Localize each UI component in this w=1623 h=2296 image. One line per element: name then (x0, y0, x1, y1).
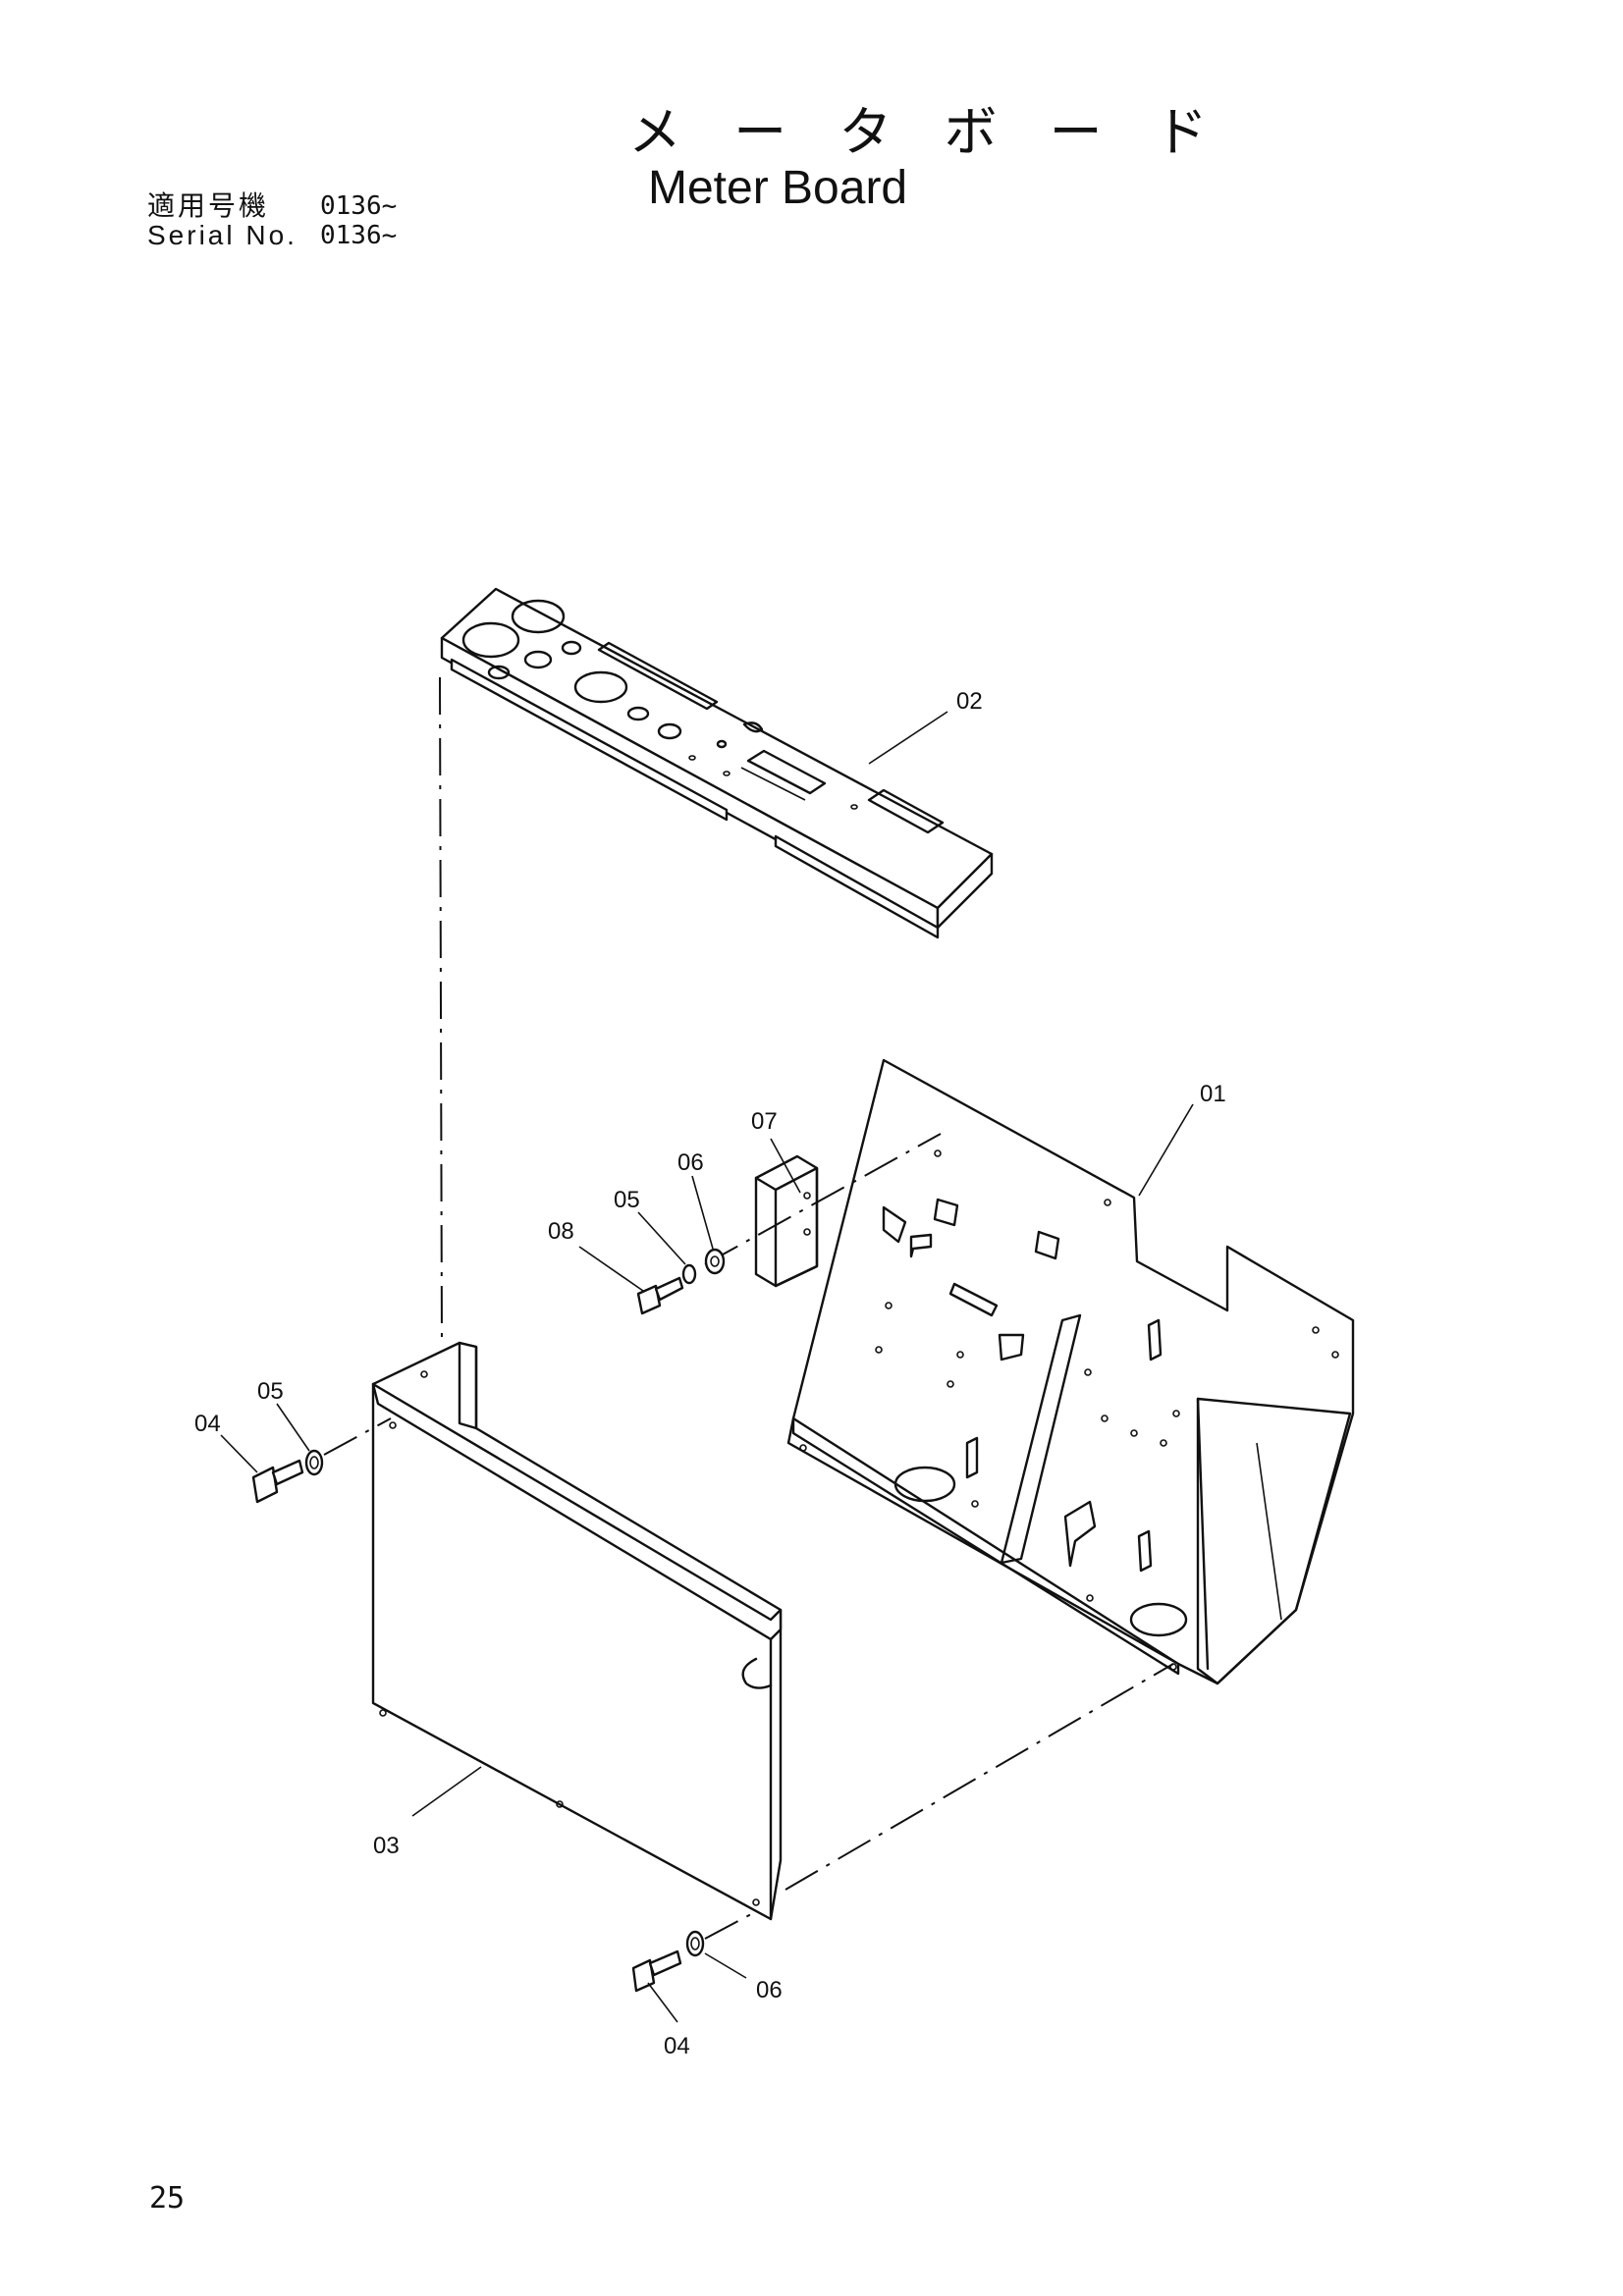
serial-info: 適用号機 0136~ Serial No. 0136~ (147, 190, 398, 251)
callout-03: 03 (373, 1833, 400, 1859)
alignment-line-02-03 (439, 676, 443, 1346)
part-05-washer-middle (681, 1263, 697, 1285)
page-number: 25 (149, 2181, 186, 2216)
part-06-washer-middle (704, 1248, 726, 1275)
page-title-japanese: メ ー タ ボ ー ド (628, 101, 1225, 163)
part-04-bolt-bottom (631, 1949, 682, 1993)
part-01-meter-board-bracket (786, 1058, 1355, 1685)
callout-04-bottom: 04 (664, 2033, 690, 2059)
page-title-english: Meter Board (648, 162, 908, 214)
callout-08: 08 (548, 1218, 574, 1245)
alignment-line-04-left (323, 1417, 392, 1456)
callout-05-left: 05 (257, 1378, 284, 1405)
part-04-bolt-left (251, 1459, 304, 1504)
serial-label-english: Serial No. (147, 220, 298, 250)
alignment-line-07-01 (704, 1133, 942, 1265)
serial-value-japanese: 0136~ (320, 191, 398, 221)
part-07-support-bracket (754, 1154, 819, 1288)
serial-label-japanese: 適用号機 (147, 190, 270, 221)
alignment-line-03-01 (784, 1663, 1174, 1891)
part-03-front-cover (371, 1341, 783, 1921)
serial-row-english: Serial No. 0136~ (147, 220, 398, 251)
part-08-bolt-middle (636, 1276, 684, 1315)
callout-06-bottom: 06 (756, 1977, 783, 2003)
callout-05-middle: 05 (614, 1187, 640, 1213)
part-06-washer-bottom (685, 1930, 705, 1957)
callout-07: 07 (751, 1108, 778, 1135)
part-05-washer-left (304, 1449, 324, 1476)
leader-lines (220, 711, 1194, 2023)
part-02-meter-panel (440, 587, 994, 939)
callout-06-middle: 06 (677, 1149, 704, 1176)
callout-04-left: 04 (194, 1411, 221, 1437)
alignment-line-04-bottom (704, 1913, 752, 1940)
callout-01: 01 (1200, 1081, 1226, 1107)
serial-value-english: 0136~ (320, 221, 398, 250)
serial-row-japanese: 適用号機 0136~ (147, 190, 398, 222)
callout-02: 02 (956, 688, 983, 715)
